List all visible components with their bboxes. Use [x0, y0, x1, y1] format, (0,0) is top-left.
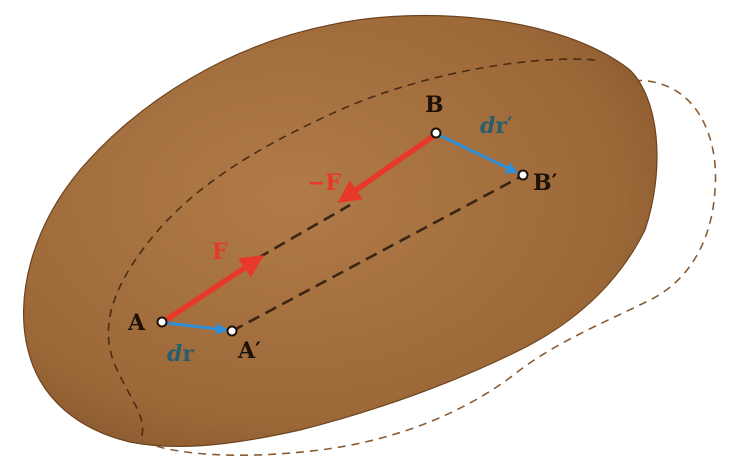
rigid-body	[23, 14, 658, 448]
label-B-prime: B′	[533, 170, 558, 196]
label-dr-r: r	[182, 341, 194, 367]
label-neg-F: −F	[307, 170, 341, 196]
force-neg-F-arrow	[337, 132, 437, 203]
label-drp-r: r′	[495, 113, 513, 139]
force-F-arrow	[161, 255, 264, 325]
label-drp-d: d	[480, 113, 495, 139]
point-A-prime	[226, 325, 238, 337]
original-body-outline	[107, 58, 596, 441]
label-A-prime: A′	[237, 338, 261, 364]
dashed-line-Aprime-Bprime	[231, 174, 523, 333]
label-dr: dr	[167, 341, 194, 367]
point-A	[156, 316, 168, 328]
displacement-dr-prime-arrow	[438, 133, 519, 174]
displacement-dr-arrow	[165, 321, 229, 335]
label-dr-prime: dr′	[480, 113, 513, 139]
label-F: F	[212, 239, 228, 265]
label-A: A	[127, 310, 146, 336]
point-B-prime	[517, 169, 529, 181]
label-dr-d: d	[167, 341, 182, 367]
label-B: B	[425, 92, 444, 118]
point-B	[430, 127, 442, 139]
